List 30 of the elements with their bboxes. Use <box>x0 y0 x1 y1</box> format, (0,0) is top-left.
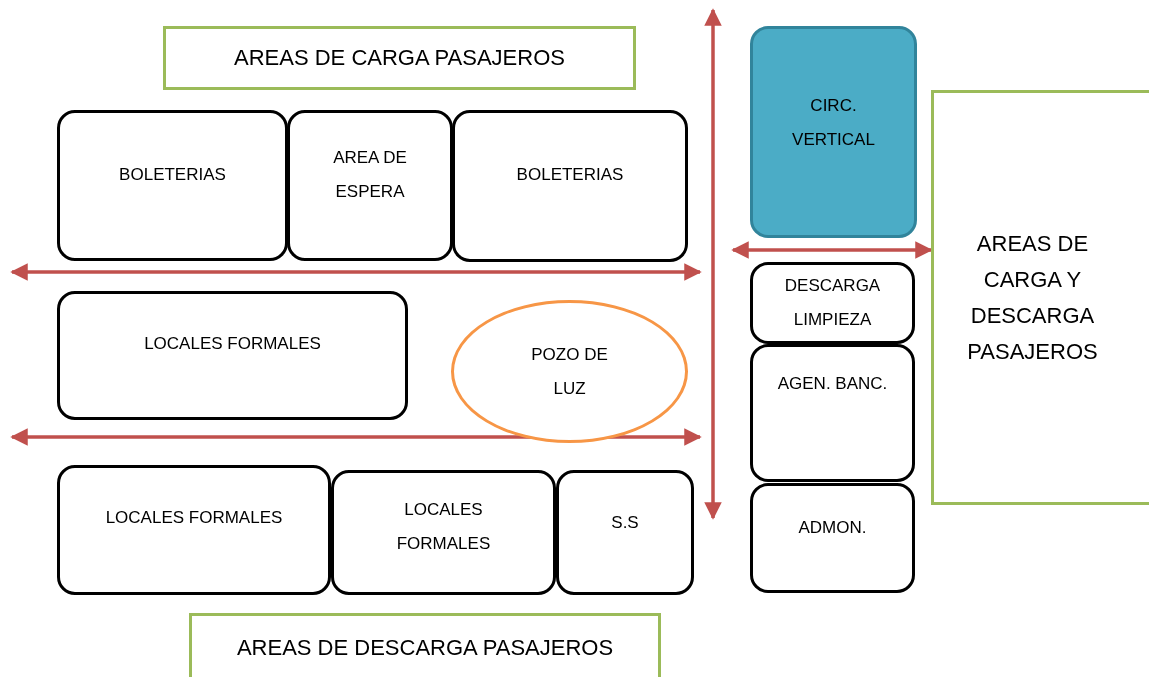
room-label: AREAS DE DESCARGA PASAJEROS <box>236 634 614 662</box>
room-label: AREAS DE CARGA Y DESCARGA PASAJEROS <box>966 229 1099 366</box>
room-box <box>287 110 453 261</box>
room-box <box>57 465 331 595</box>
room-label: DESCARGA LIMPIEZA <box>783 275 882 331</box>
room-label: S.S <box>611 512 639 534</box>
room-box <box>452 110 688 262</box>
room-box <box>556 470 694 595</box>
room-label: ADMON. <box>798 517 867 539</box>
area-box <box>189 613 661 677</box>
vertical-circulation-box <box>750 26 917 238</box>
area-box <box>163 26 636 90</box>
room-label: AGEN. BANC. <box>777 373 888 395</box>
room-label: AREAS DE CARGA PASAJEROS <box>234 44 565 72</box>
room-box <box>331 470 556 595</box>
room-label: LOCALES FORMALES <box>144 333 321 355</box>
room-box <box>750 262 915 344</box>
room-label: BOLETERIAS <box>516 164 624 186</box>
arrow <box>731 241 933 259</box>
room-box <box>57 110 288 261</box>
room-box <box>750 483 915 593</box>
room-label: POZO DE LUZ <box>530 343 609 400</box>
room-label: AREA DE ESPERA <box>332 147 408 203</box>
room-box <box>57 291 408 420</box>
room-label: LOCALES FORMALES <box>105 507 283 529</box>
area-box <box>931 90 1149 505</box>
room-box <box>750 344 915 482</box>
room-label: BOLETERIAS <box>119 164 226 186</box>
room-label: CIRC. VERTICAL <box>791 95 876 151</box>
room-label: LOCALES FORMALES <box>395 499 492 555</box>
